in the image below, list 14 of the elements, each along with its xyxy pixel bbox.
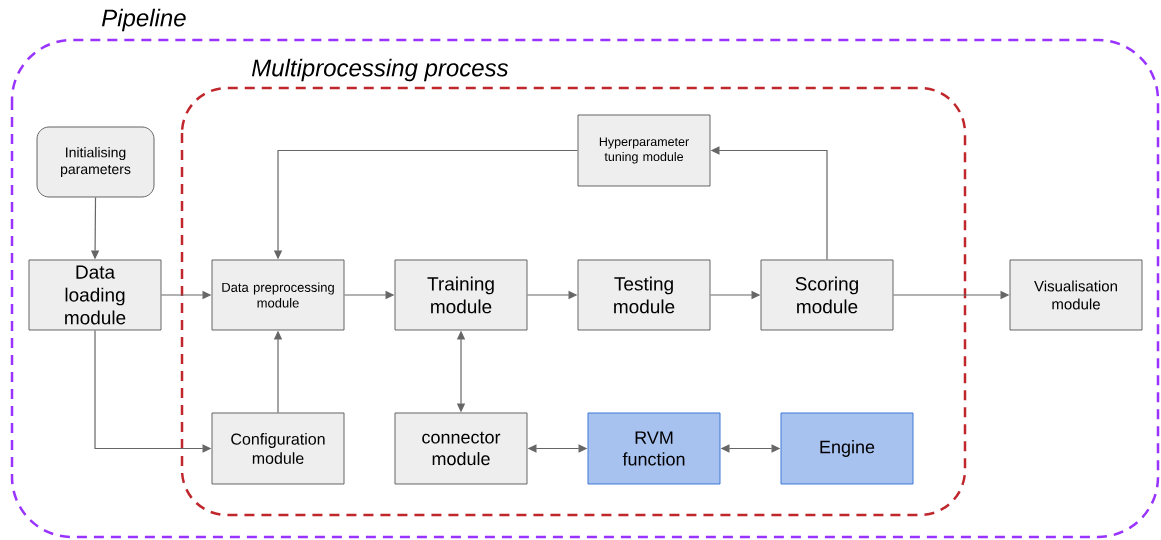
frame-heading: Pipeline	[101, 8, 186, 32]
frame-heading: Multiprocessing process	[251, 58, 509, 82]
module-box: Hyperparameter tuning module	[577, 114, 711, 187]
module-box: Visualisation module	[1009, 259, 1143, 331]
start-box: Initialising parameters	[36, 126, 155, 198]
function-box: Engine	[780, 412, 914, 485]
module-box: connector module	[394, 412, 528, 485]
module-box: Configuration module	[211, 412, 345, 485]
module-box: Data preprocessing module	[211, 259, 345, 331]
module-box: Testing module	[577, 259, 711, 331]
module-box: Training module	[394, 259, 528, 331]
module-box: Data loading module	[28, 259, 162, 331]
module-box: Scoring module	[760, 259, 894, 331]
function-box: RVM function	[587, 412, 721, 485]
